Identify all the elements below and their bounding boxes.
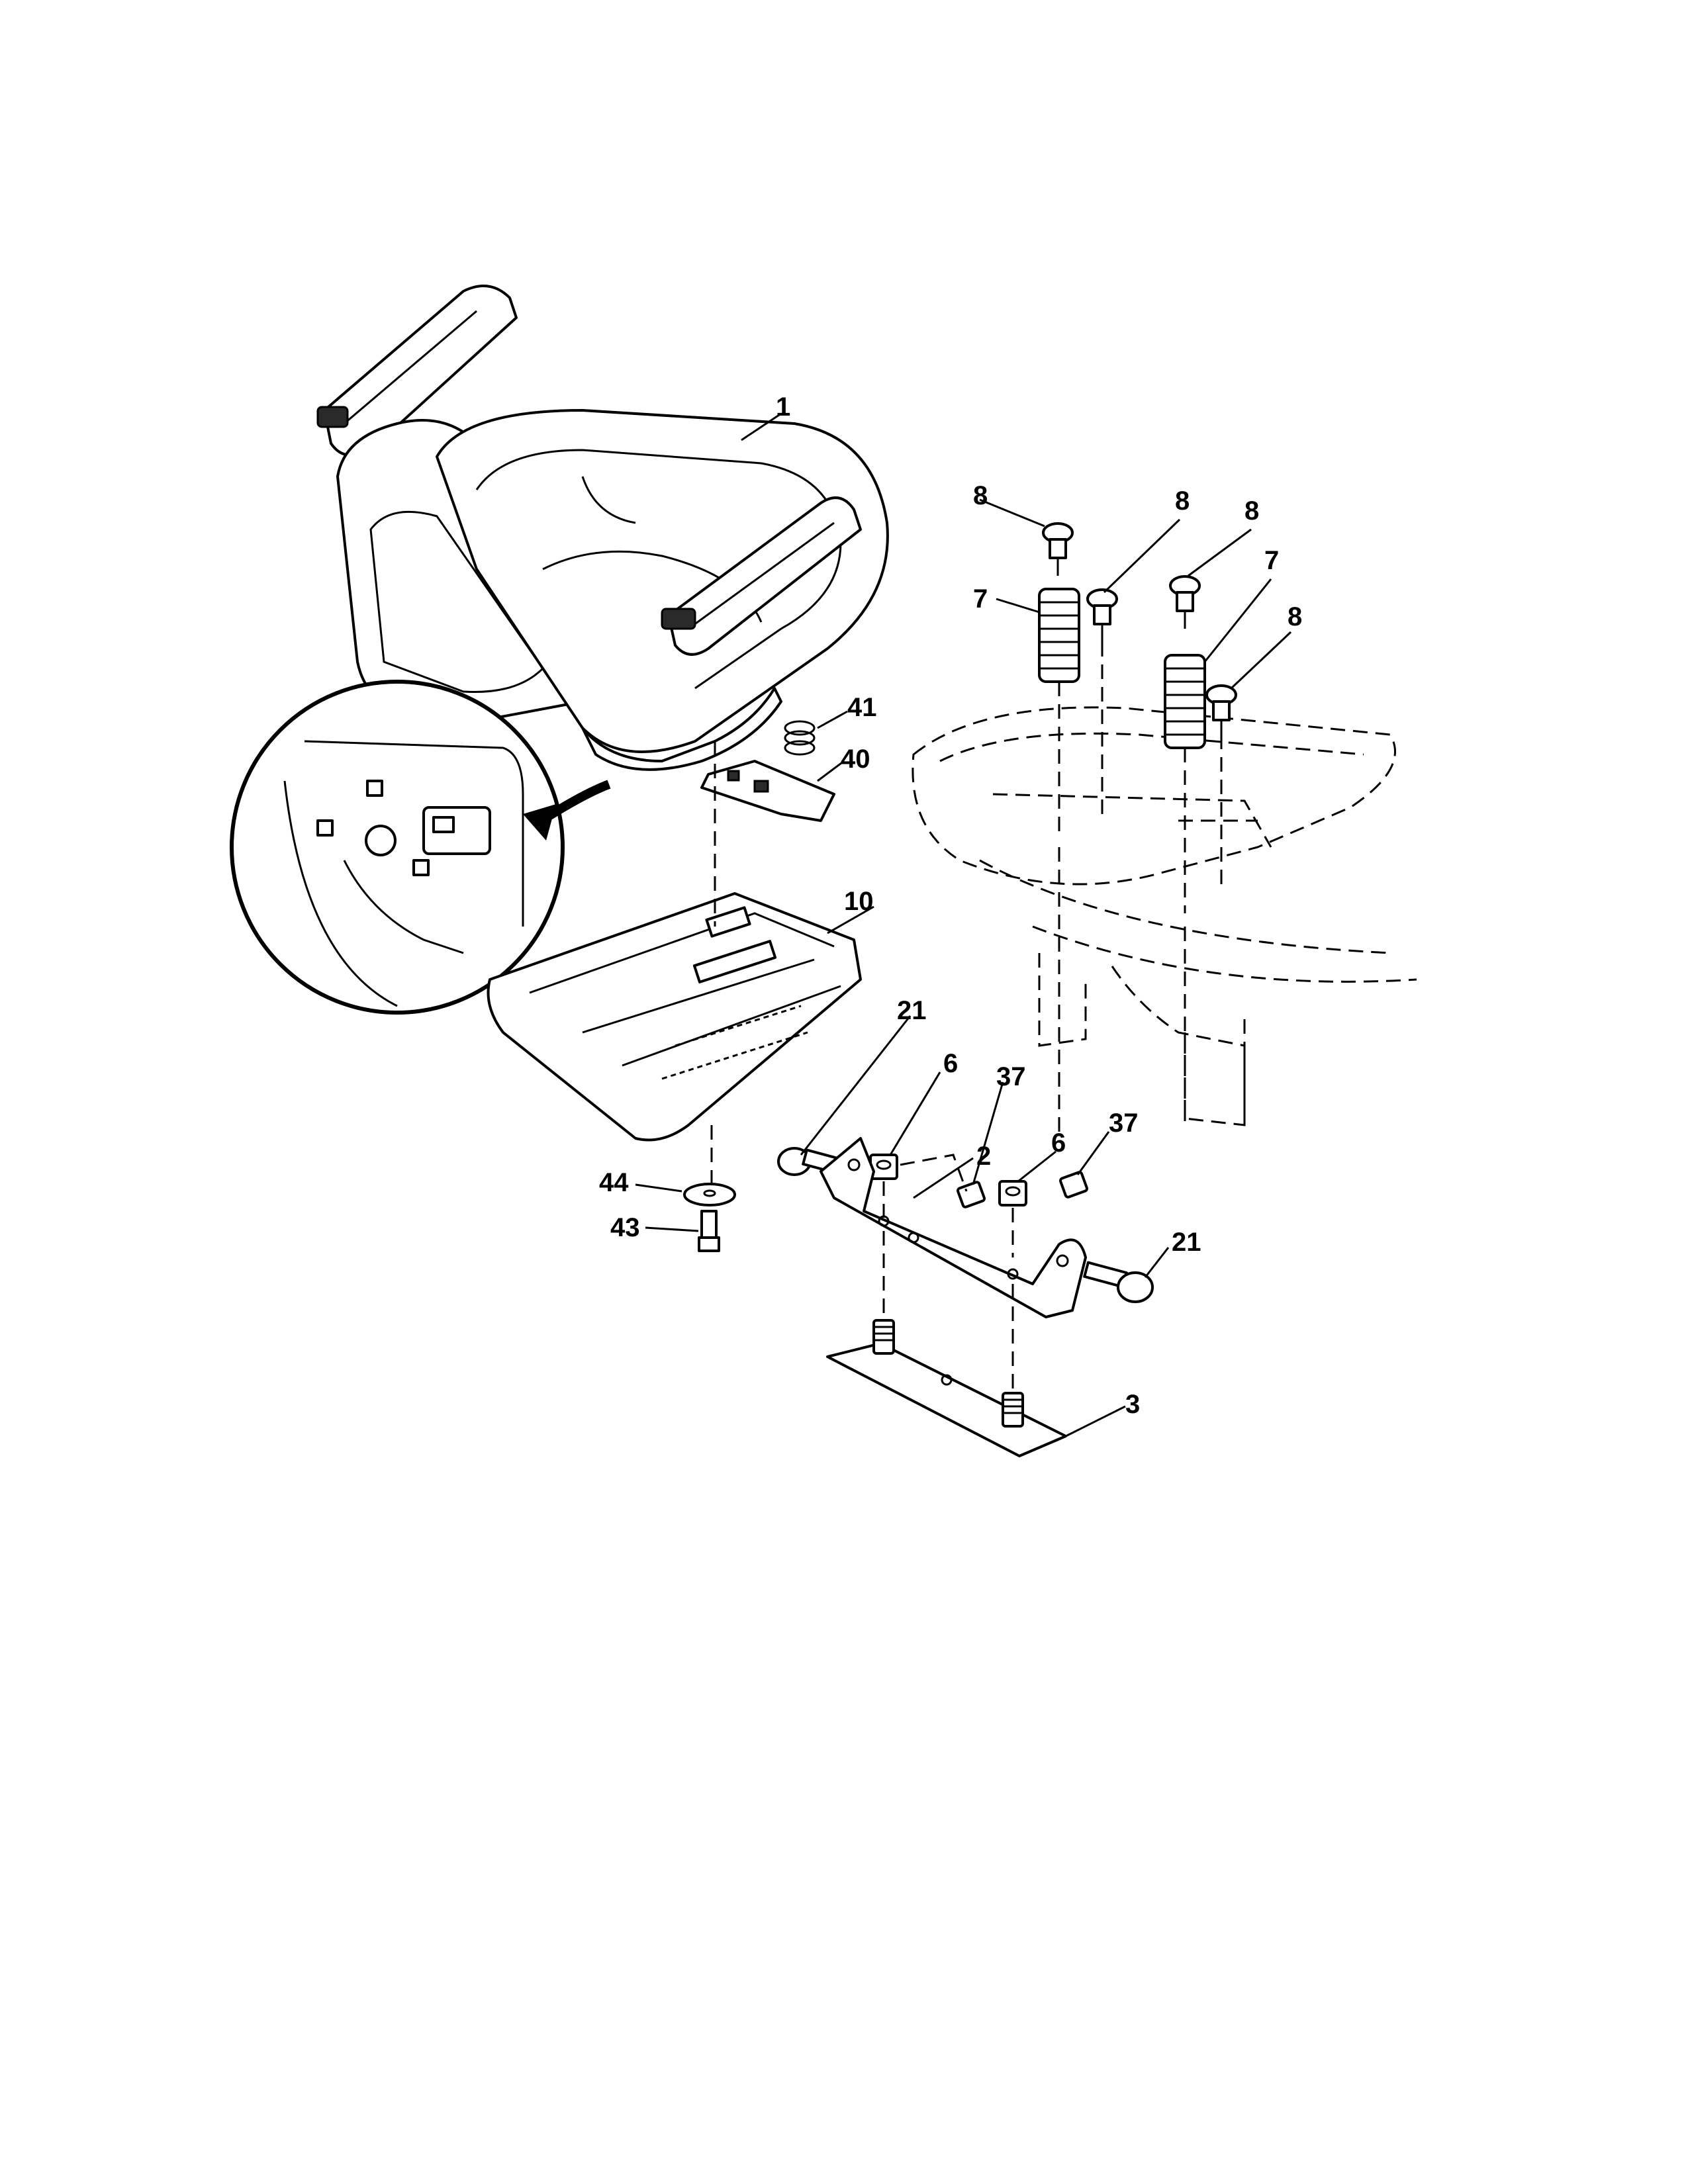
spring-part-41 <box>784 720 816 756</box>
callout-43: 43 <box>610 1213 640 1242</box>
bolt-part-43 <box>698 1210 720 1252</box>
bolt-part-8-c <box>1169 575 1201 629</box>
callout-21-b: 21 <box>1172 1228 1201 1257</box>
washer-part-44 <box>683 1183 736 1206</box>
spring-part-7-left <box>1038 588 1080 683</box>
callout-8-c: 8 <box>1244 496 1259 525</box>
callout-7-a: 7 <box>973 584 988 614</box>
bolt-part-8-a <box>1042 522 1074 576</box>
bolt-part-8-d <box>1205 684 1237 735</box>
detail-arrow-head <box>523 804 556 841</box>
callout-37-b: 37 <box>1109 1109 1139 1138</box>
bolt-part-21-right <box>1083 1261 1154 1303</box>
callout-41: 41 <box>847 693 877 722</box>
callout-1: 1 <box>776 392 790 422</box>
callout-8-b: 8 <box>1175 486 1190 516</box>
callout-8-a: 8 <box>973 481 988 510</box>
callout-6-b: 6 <box>1051 1128 1066 1158</box>
frame-outline-dashed <box>912 706 1417 1126</box>
nut-part-6-left <box>869 1154 898 1180</box>
callout-10: 10 <box>844 887 874 916</box>
callout-6-a: 6 <box>943 1049 958 1078</box>
callout-3: 3 <box>1125 1390 1140 1419</box>
seat-pan-part-10 <box>487 892 862 1142</box>
latch-detail-inset <box>230 680 565 1015</box>
spring-part-7-right <box>1164 654 1206 749</box>
plate-part-3 <box>826 1319 1067 1457</box>
nut-part-6-right <box>998 1180 1027 1206</box>
bolt-part-8-b <box>1086 588 1118 642</box>
callout-21-a: 21 <box>897 996 927 1025</box>
nut-part-37-right <box>1059 1171 1088 1199</box>
latch-part-40 <box>700 760 835 822</box>
callout-44: 44 <box>599 1168 629 1197</box>
callout-2: 2 <box>976 1142 991 1171</box>
nut-part-37-left <box>957 1181 986 1208</box>
callout-7-b: 7 <box>1264 546 1279 575</box>
callout-37-a: 37 <box>996 1062 1026 1091</box>
bracket-part-2 <box>820 1137 1087 1318</box>
callout-8-d: 8 <box>1288 602 1302 631</box>
seat-part-1 <box>316 285 889 771</box>
callout-40: 40 <box>841 745 870 774</box>
